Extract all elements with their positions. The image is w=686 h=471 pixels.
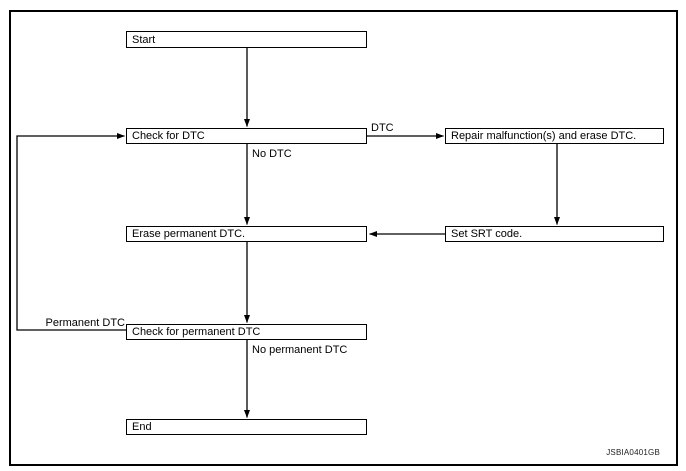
node-check-dtc-label: Check for DTC <box>132 130 205 142</box>
figure-code: JSBIA0401GB <box>606 448 660 457</box>
flowchart-node-set-srt-code: Set SRT code. <box>445 226 664 242</box>
node-set-srt-label: Set SRT code. <box>451 228 523 240</box>
edge-label-no-permanent-dtc: No permanent DTC <box>252 344 348 356</box>
node-erase-permanent-label: Erase permanent DTC. <box>132 228 246 240</box>
edge-label-no-dtc: No DTC <box>252 148 292 160</box>
flowchart-node-start: Start <box>126 31 367 48</box>
edge-label-permanent-dtc: Permanent DTC <box>45 317 125 329</box>
flowchart-node-check-dtc: Check for DTC <box>126 128 367 144</box>
edge-permanent-loop-to-check-dtc <box>16 133 126 331</box>
flowchart-node-repair-erase-dtc: Repair malfunction(s) and erase DTC. <box>445 128 664 144</box>
node-repair-label: Repair malfunction(s) and erase DTC. <box>451 130 637 142</box>
node-start-label: Start <box>132 33 156 46</box>
node-check-permanent-label: Check for permanent DTC <box>132 326 261 338</box>
flowchart-node-erase-permanent-dtc: Erase permanent DTC. <box>126 226 367 242</box>
edge-label-dtc: DTC <box>371 122 394 134</box>
node-end-label: End <box>132 421 152 433</box>
flowchart-node-end: End <box>126 419 367 435</box>
flowchart-node-check-permanent-dtc: Check for permanent DTC <box>126 324 367 340</box>
